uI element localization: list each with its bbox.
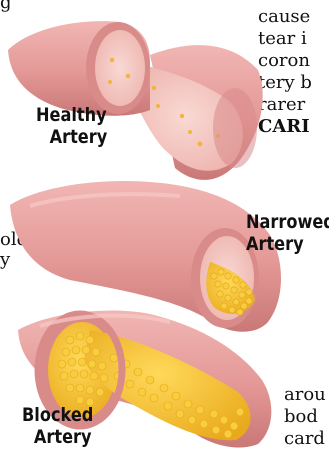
healthy-artery-illustration: [8, 21, 263, 180]
healthy-artery-label: Healthy Artery: [36, 104, 107, 148]
label-line: Artery: [36, 126, 107, 148]
label-line: Blocked: [22, 404, 93, 426]
label-line: Artery: [246, 233, 329, 255]
label-line: Narrowed: [246, 211, 329, 233]
label-line: Healthy: [36, 104, 107, 126]
narrowed-artery-illustration: [10, 181, 281, 332]
blocked-artery-label: Blocked Artery: [22, 404, 93, 448]
label-line: Artery: [22, 426, 93, 448]
narrowed-artery-label: Narrowed Artery: [246, 211, 329, 255]
